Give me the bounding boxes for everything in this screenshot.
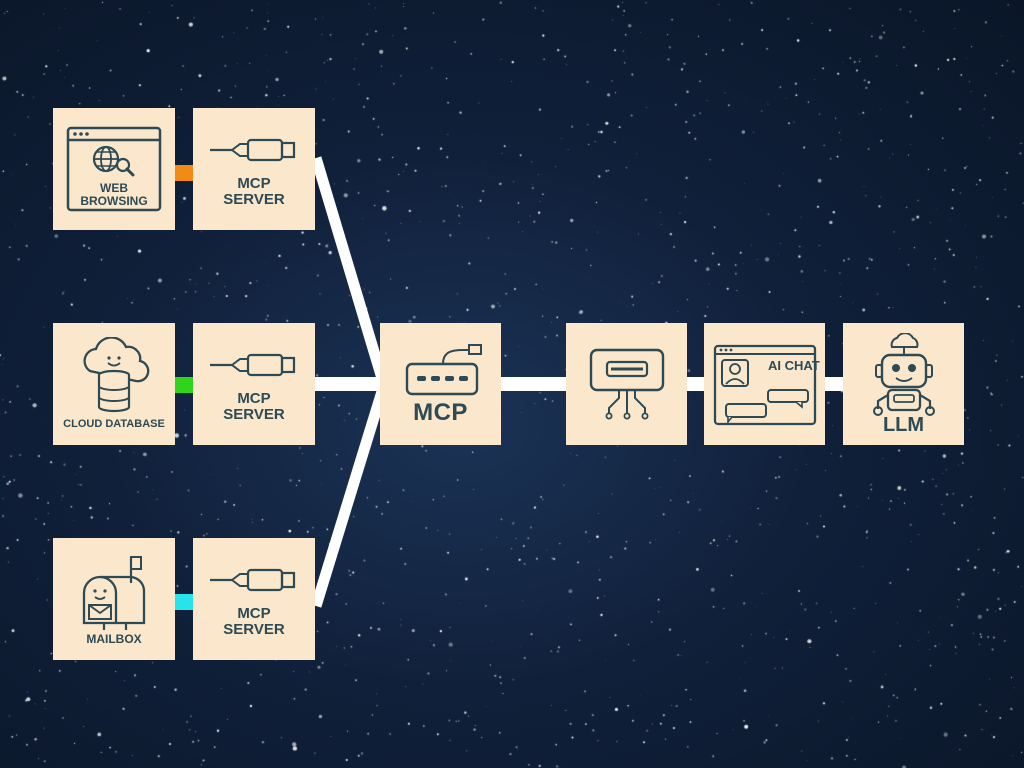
mcp-server-label: MCP SERVER — [223, 605, 285, 638]
mailbox-node: MAILBOX — [53, 538, 175, 660]
web-browsing-label: WEB BROWSING — [80, 181, 148, 208]
mcp-client-node — [566, 323, 687, 445]
mcp-server-node: MCP SERVER — [193, 108, 315, 230]
cloud-database-node: CLOUD DATABASE — [53, 323, 175, 445]
connector-database — [175, 377, 193, 393]
mailbox-icon — [82, 555, 146, 630]
wire-top-to-hub — [310, 156, 390, 387]
llm-label: LLM — [882, 413, 925, 436]
mcp-server-label: MCP SERVER — [223, 175, 285, 208]
robot-icon — [872, 332, 935, 416]
plug-icon — [210, 354, 296, 377]
plug-icon — [210, 569, 296, 592]
usb-hub-icon — [405, 344, 482, 396]
connector-mailbox — [175, 594, 193, 610]
circuit-chip-icon — [589, 348, 664, 420]
globe-search-icon — [66, 126, 162, 212]
connector-web — [175, 165, 193, 181]
mcp-hub-label: MCP — [413, 399, 468, 427]
cloud-database-icon — [83, 337, 150, 413]
wire-bottom-to-hub — [310, 383, 390, 608]
mcp-server-label: MCP SERVER — [223, 390, 285, 423]
chat-window-icon — [713, 344, 816, 426]
plug-icon — [210, 139, 296, 162]
mailbox-label: MAILBOX — [86, 631, 142, 646]
ai-chat-node: AI CHAT — [704, 323, 825, 445]
ai-chat-label: AI CHAT — [768, 358, 820, 373]
mcp-server-node: MCP SERVER — [193, 323, 315, 445]
web-browsing-node: WEB BROWSING — [53, 108, 175, 230]
mcp-hub-node: MCP — [380, 323, 501, 445]
llm-node: LLM — [843, 323, 964, 445]
cloud-database-label: CLOUD DATABASE — [63, 418, 165, 431]
mcp-server-node: MCP SERVER — [193, 538, 315, 660]
